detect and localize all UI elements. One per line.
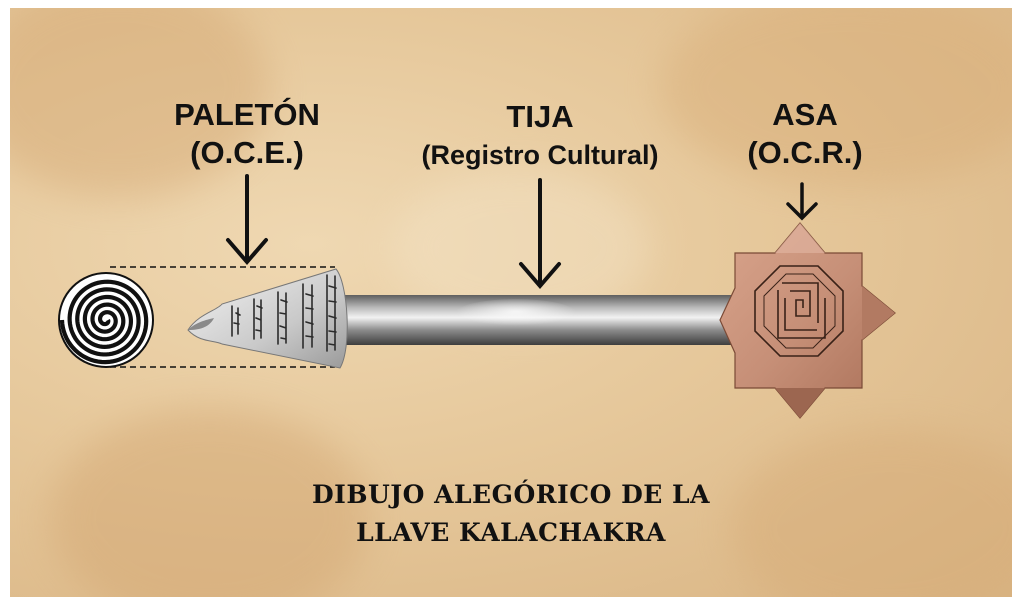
key-shaft [330,295,756,345]
shaft-label: TIJA (Registro Cultural) [400,98,680,174]
spiral-icon [58,272,154,368]
handle-label-subtitle: (O.C.R.) [747,135,863,170]
bit-label: PALETÓN (O.C.E.) [142,96,352,172]
labyrinth-icon [754,265,844,357]
shaft-label-title: TIJA [506,99,574,134]
bit-label-subtitle: (O.C.E.) [190,135,304,170]
bit-label-title: PALETÓN [174,97,320,132]
caption-line-2: LLAVE KALACHAKRA [356,518,666,547]
parchment-stain [660,8,1012,188]
carved-script [231,274,337,352]
shaft-label-subtitle: (Registro Cultural) [421,140,659,170]
key-illustration [58,174,896,419]
diagram-canvas: PALETÓN (O.C.E.) TIJA (Registro Cultural… [10,8,1012,597]
handle-label: ASA (O.C.R.) [730,96,880,172]
bit-guide-lines [110,266,335,368]
key-bit [187,268,348,369]
down-arrow-icon [226,174,268,266]
handle-label-title: ASA [772,97,838,132]
down-arrow-icon [519,178,561,290]
down-arrow-icon [786,182,818,221]
parchment-stain [730,428,1012,597]
parchment-stain [50,408,370,597]
caption-line-1: DIBUJO ALEGÓRICO DE LA [311,480,711,509]
key-handle [719,222,896,419]
